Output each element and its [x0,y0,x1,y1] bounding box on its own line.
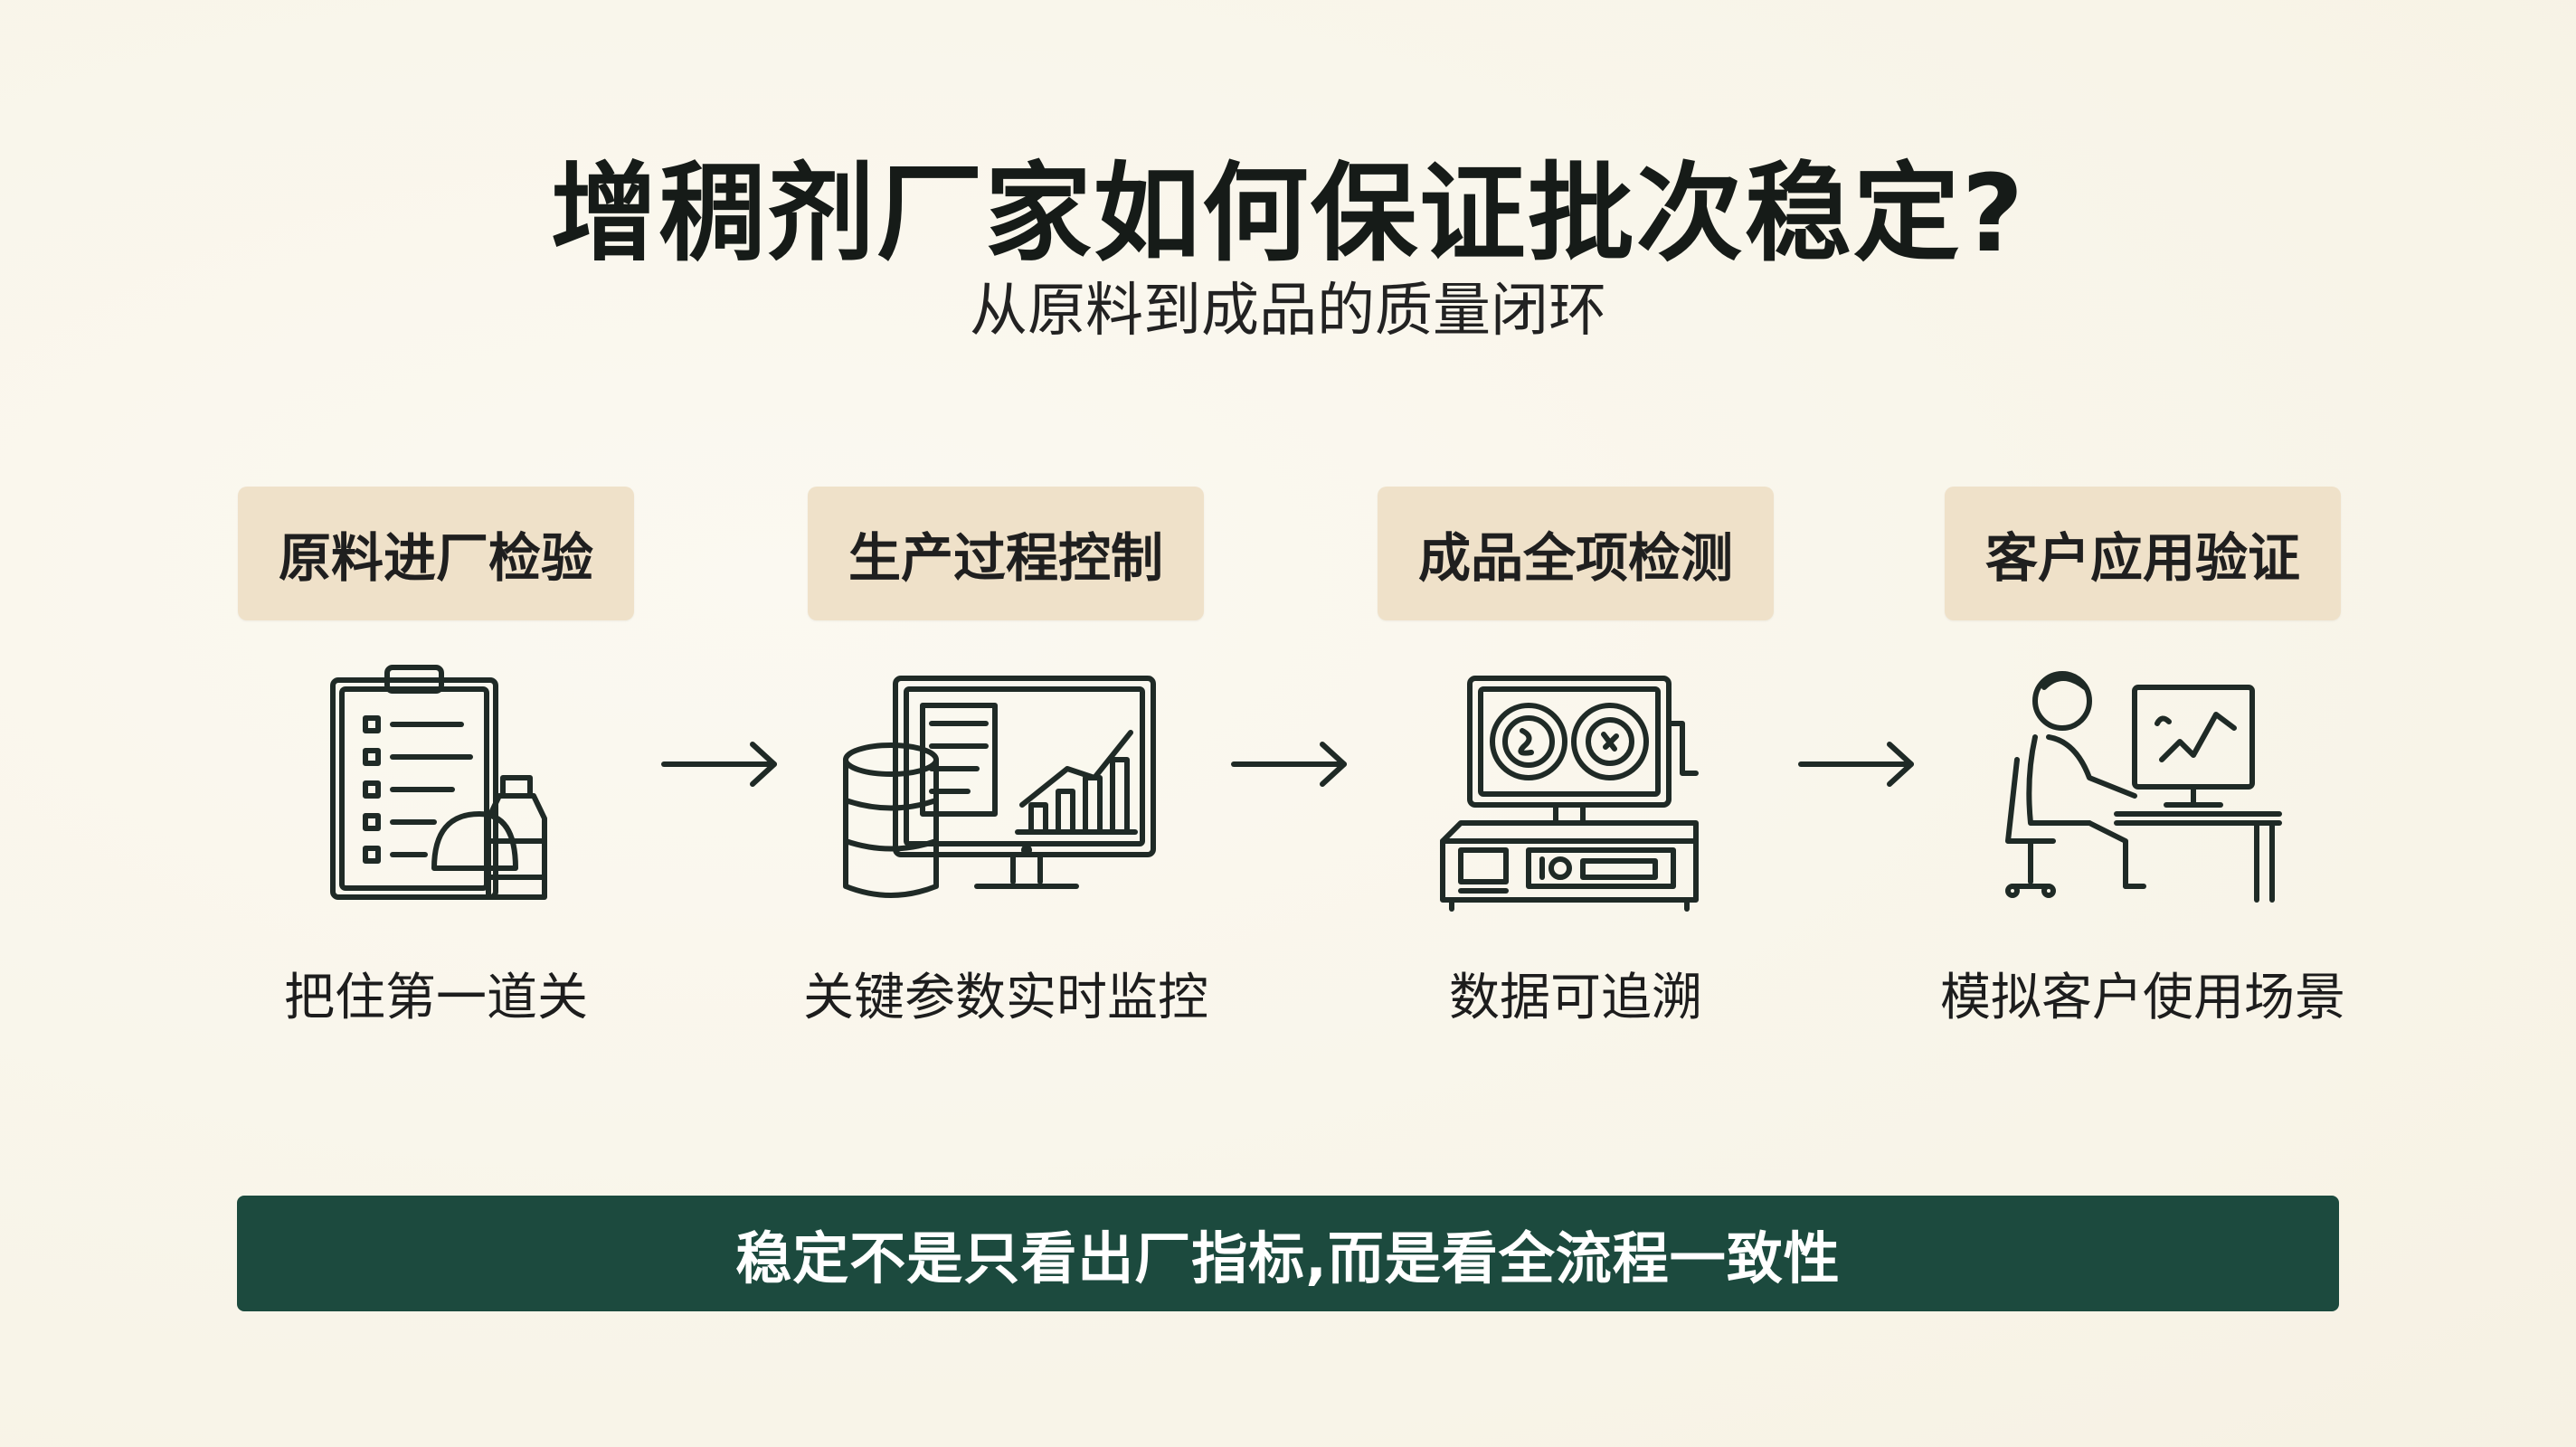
person-at-desk-icon [1990,660,2288,913]
arrow-right-icon [1228,737,1355,791]
page-title: 增稠剂厂家如何保证批次稳定? [550,151,2026,276]
step-caption-1: 把住第一道关 [284,969,588,1027]
step-caption-3: 数据可追溯 [1449,969,1702,1027]
step-label-1: 原料进厂检验 [238,487,634,620]
step-caption-4: 模拟客户使用场景 [1940,969,2345,1027]
step-label-3: 成品全项检测 [1378,487,1774,620]
arrow-right-icon [658,737,785,791]
monitor-barrel-icon [841,660,1167,913]
step-caption-2: 关键参数实时监控 [803,969,1208,1027]
arrow-right-icon [1795,737,1922,791]
page-subtitle: 从原料到成品的质量闭环 [970,278,1606,345]
summary-banner: 稳定不是只看出厂指标,而是看全流程一致性 [237,1196,2339,1311]
step-label-2: 生产过程控制 [808,487,1204,620]
lab-instrument-icon [1425,660,1723,913]
clipboard-bottle-icon [298,660,570,913]
step-label-4: 客户应用验证 [1945,487,2341,620]
